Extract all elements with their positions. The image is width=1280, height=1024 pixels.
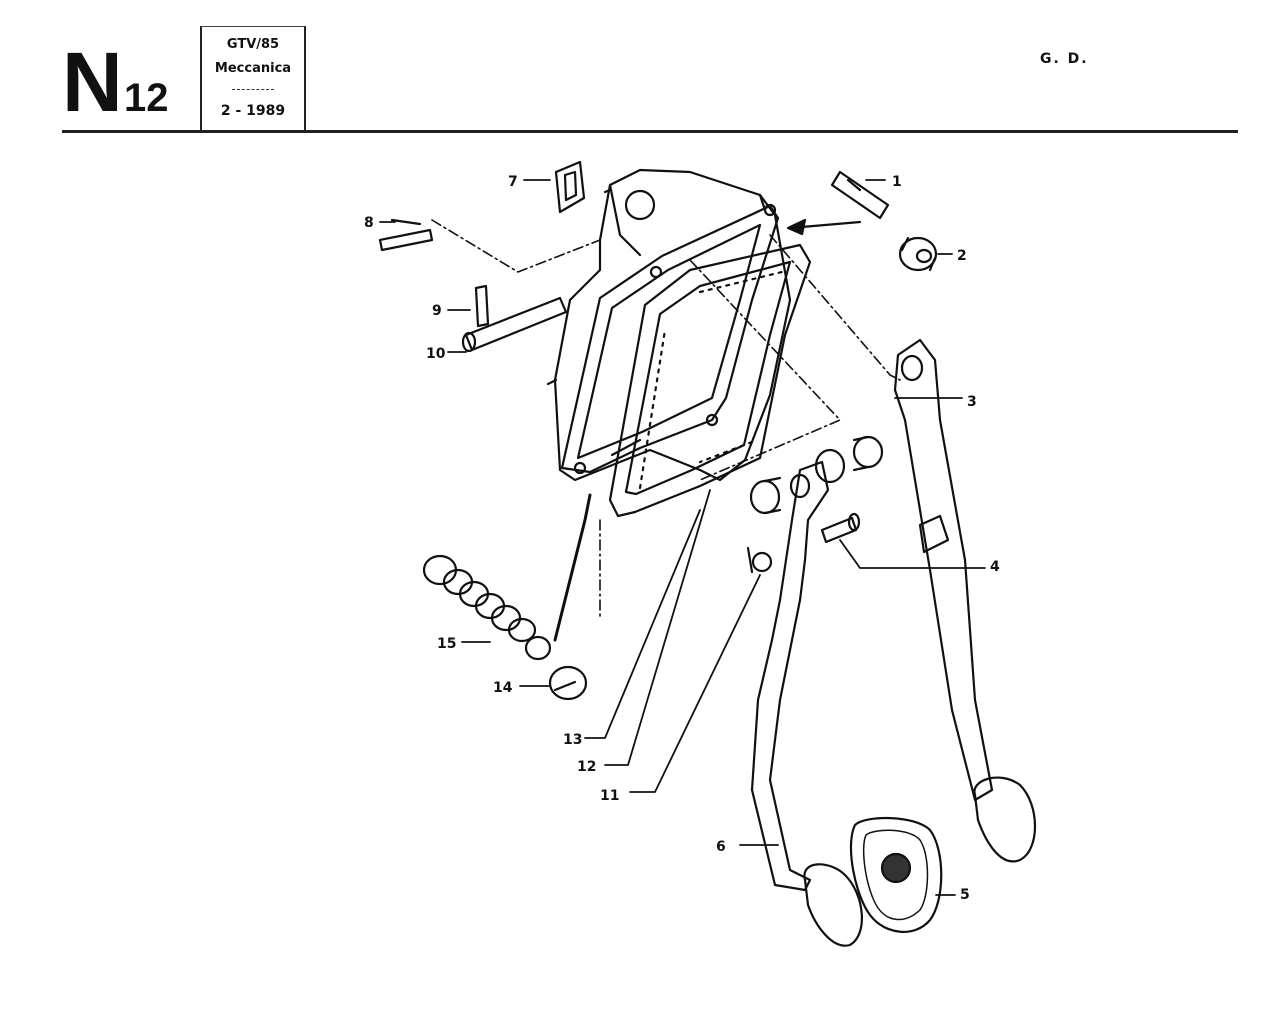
part-2-nut [898, 236, 938, 272]
label-part-2: 2 [957, 248, 967, 264]
pedal-box-housing [546, 168, 792, 482]
label-part-4: 4 [990, 559, 1000, 575]
part-10-shaft [461, 296, 568, 353]
section-letter: N [62, 35, 123, 129]
leader-lines [379, 179, 986, 896]
part-1-pin [830, 170, 890, 220]
part-13-return-wire [553, 493, 592, 642]
label-part-7: 7 [508, 174, 518, 190]
brake-pedal [750, 460, 863, 947]
part-9-pin [474, 284, 490, 328]
label-part-13: 13 [563, 732, 582, 748]
part-11-washer [746, 546, 773, 574]
clutch-pedal [893, 338, 1037, 863]
model-name: GTV/85 [226, 37, 280, 52]
model-info-box: GTV/85 Meccanica 2 - 1989 [200, 26, 306, 131]
label-part-5: 5 [960, 887, 970, 903]
gasket [608, 243, 812, 518]
label-part-6: 6 [716, 839, 726, 855]
label-part-15: 15 [437, 636, 456, 652]
part-8-pin [378, 218, 434, 252]
label-part-14: 14 [493, 680, 513, 696]
label-part-10: 10 [426, 346, 446, 362]
part-4-pin [820, 512, 861, 544]
part-3-bushings [749, 435, 884, 515]
label-part-9: 9 [432, 303, 442, 319]
part-7-bracket [554, 160, 586, 214]
info-divider [232, 89, 274, 90]
part-labels: 1 2 3 4 5 6 7 8 9 10 11 12 13 14 15 [364, 174, 1000, 903]
part-5-pedal-pad [849, 817, 943, 934]
label-part-3: 3 [967, 394, 977, 410]
pedal-box-frame [560, 203, 780, 475]
part-15-spring [422, 554, 552, 661]
part-14-clip [548, 665, 588, 701]
label-part-12: 12 [577, 759, 596, 775]
edition-date: 2 - 1989 [220, 103, 286, 119]
guide-lines [431, 219, 901, 621]
group-name: Meccanica [214, 61, 292, 76]
assembly-arrow [786, 218, 862, 236]
label-part-1: 1 [892, 174, 902, 190]
label-part-11: 11 [600, 788, 619, 804]
version-mark: G. D. [1040, 51, 1089, 67]
label-part-8: 8 [364, 215, 374, 231]
header-rule [62, 130, 1238, 133]
section-number: 12 [124, 76, 169, 120]
